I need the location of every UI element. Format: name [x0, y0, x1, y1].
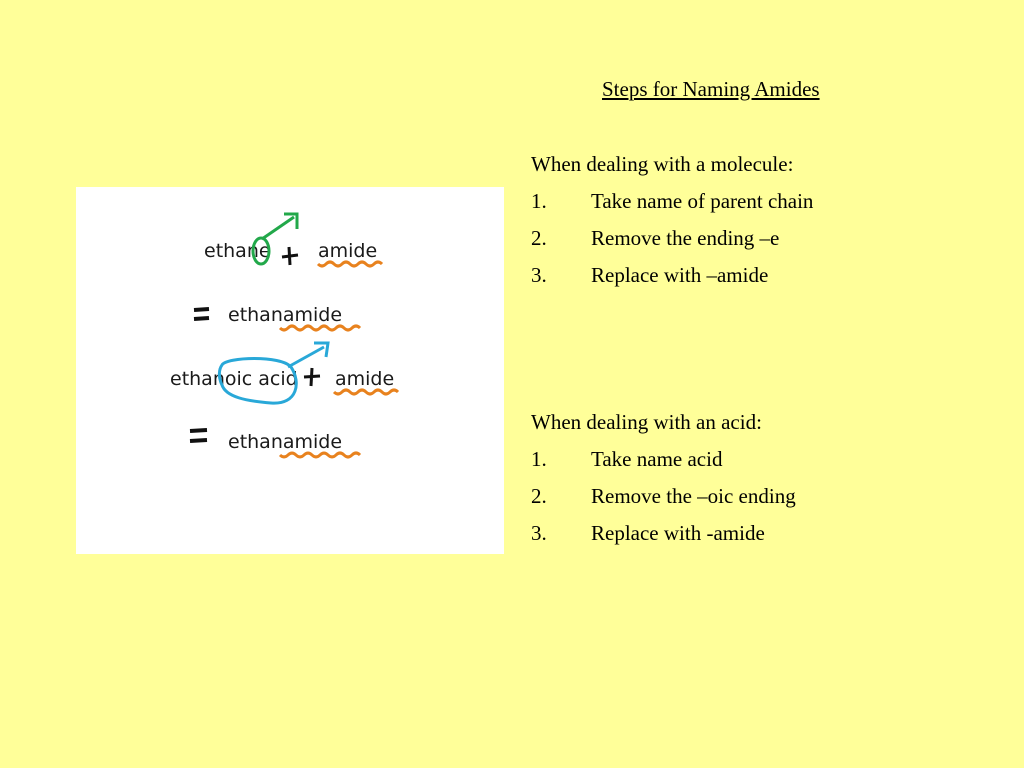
- step-text: Remove the ending –e: [591, 226, 780, 250]
- orange-underline-4: [278, 451, 362, 459]
- step-number: 1.: [531, 447, 547, 471]
- step-text: Take name acid: [591, 447, 723, 471]
- row1-right-text: amide: [318, 240, 377, 262]
- row3-right-text: amide: [335, 368, 394, 390]
- green-arrow-head: [284, 212, 299, 229]
- amide-naming-figure: ethane amide ethanamide ethanoic acid am…: [76, 187, 504, 554]
- molecule-step-2: 2. Remove the ending –e: [531, 226, 813, 263]
- step-text: Replace with –amide: [591, 263, 769, 287]
- step-number: 3.: [531, 521, 547, 545]
- step-number: 3.: [531, 263, 547, 287]
- step-number: 2.: [531, 484, 547, 508]
- acid-step-1: 1. Take name acid: [531, 447, 796, 484]
- step-number: 2.: [531, 226, 547, 250]
- molecule-step-3: 3. Replace with –amide: [531, 263, 813, 300]
- row3-left-text: ethanoic acid: [170, 368, 298, 390]
- row2-result-text: ethanamide: [228, 304, 342, 326]
- row4-result-text: ethanamide: [228, 431, 342, 453]
- acid-step-2: 2. Remove the –oic ending: [531, 484, 796, 521]
- step-text: Take name of parent chain: [591, 189, 814, 213]
- step-text: Replace with -amide: [591, 521, 765, 545]
- green-arrow-shaft: [261, 215, 295, 241]
- step-text: Remove the –oic ending: [591, 484, 796, 508]
- acid-section: When dealing with an acid: 1. Take name a…: [531, 410, 796, 558]
- plus-sign-2: [303, 367, 321, 387]
- blue-loop: [217, 357, 298, 405]
- acid-step-3: 3. Replace with -amide: [531, 521, 796, 558]
- equals-sign-2: [189, 428, 208, 443]
- blue-arrow-head: [314, 341, 330, 358]
- slide-title: Steps for Naming Amides: [602, 77, 820, 101]
- equals-sign-1: [193, 307, 210, 321]
- row1-left-text: ethane: [204, 240, 271, 262]
- plus-sign-1: [281, 246, 299, 266]
- green-circle: [251, 236, 271, 266]
- molecule-step-1: 1. Take name of parent chain: [531, 189, 813, 226]
- molecule-section: When dealing with a molecule: 1. Take nam…: [531, 152, 813, 300]
- orange-underline-2: [278, 324, 362, 332]
- acid-heading: When dealing with an acid:: [531, 410, 762, 434]
- molecule-heading: When dealing with a molecule:: [531, 152, 794, 176]
- orange-underline-3: [332, 388, 400, 396]
- step-number: 1.: [531, 189, 547, 213]
- orange-underline-1: [316, 260, 384, 268]
- figure-drawing: ethane amide ethanamide ethanoic acid am…: [170, 212, 400, 459]
- blue-arrow-shaft: [287, 345, 325, 369]
